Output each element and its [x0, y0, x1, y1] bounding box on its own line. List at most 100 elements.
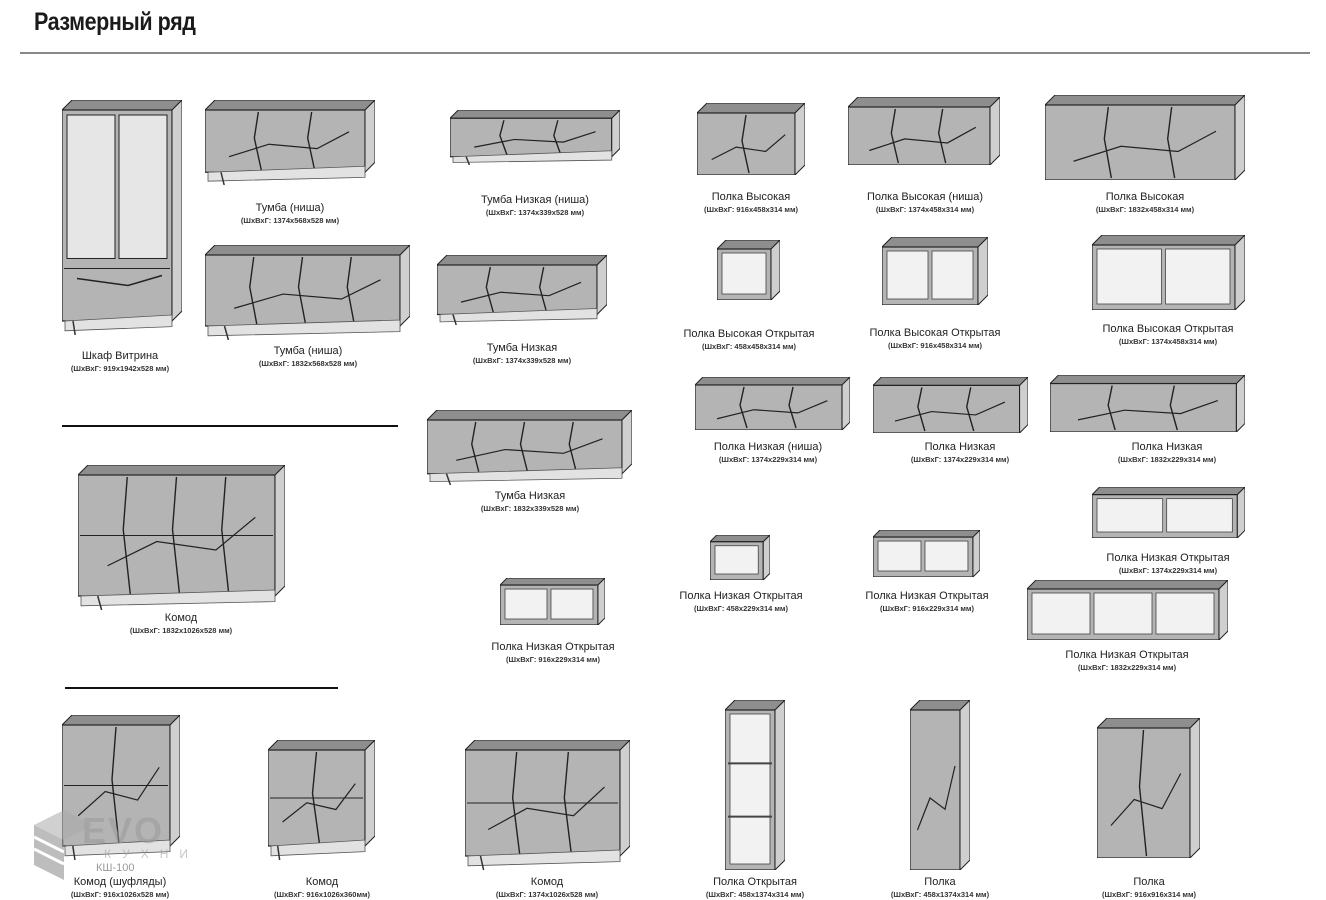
furniture-drawing — [465, 740, 630, 870]
product-dimensions: (ШхВхГ: 916x229x314 мм) — [505, 655, 600, 664]
furniture-drawing — [873, 530, 980, 577]
product-name: Полка Низкая Открытая — [679, 590, 803, 602]
product-caption: Полка Низкая Открытая (ШхВхГ: 458x229x314… — [679, 590, 802, 614]
product-dimensions: (ШхВхГ: 1374x458x314 мм) — [875, 205, 975, 214]
product-caption: Комод (ШхВхГ: 916x1026x360мм) — [274, 876, 370, 900]
product-dimensions: (ШхВхГ: 1832x1026x528 мм) — [129, 626, 233, 635]
furniture-drawing — [450, 110, 620, 165]
furniture-drawing — [78, 465, 285, 610]
product-dimensions: (ШхВхГ: 1832x229x314 мм) — [1077, 663, 1177, 672]
product-dimensions: (ШхВхГ: 458x1374x314 мм) — [890, 890, 990, 899]
product-dimensions: (ШхВхГ: 916x229x314 мм) — [879, 604, 974, 613]
furniture-drawing — [873, 377, 1028, 433]
product-caption: Тумба (ниша)(ШхВхГ: 1832x568x528 мм) — [259, 345, 357, 369]
product-name: Полка Высокая (ниша) — [866, 191, 984, 203]
page-title: Размерный ряд — [34, 8, 196, 36]
product-caption: Комод (шуфляды)(ШхВхГ: 916x1026x528 мм) — [71, 876, 169, 900]
product-dimensions: (ШхВхГ: 458x458x314 мм) — [702, 342, 796, 351]
title-divider — [20, 52, 1310, 54]
furniture-drawing — [848, 97, 1000, 165]
product-name: Комод — [164, 612, 198, 624]
product-name: Комод — [305, 876, 339, 888]
logo-code: КШ-100 — [96, 862, 135, 874]
furniture-drawing — [1097, 718, 1200, 858]
furniture-drawing — [427, 410, 632, 485]
product-dimensions: (ШхВхГ: 1374x1026x528 мм) — [495, 890, 599, 899]
product-dimensions: (ШхВхГ: 916x916x314 мм) — [1102, 890, 1196, 899]
furniture-drawing — [268, 740, 375, 860]
product-caption: Полка Низкая (ШхВхГ: 1832x229x314 мм) — [1118, 441, 1216, 465]
product-name: Тумба (ниша) — [255, 202, 325, 214]
furniture-drawing — [695, 377, 850, 430]
brand-logo: EVO КУХНИ КШ-100 — [33, 805, 188, 885]
product-name: Полка Низкая — [1131, 441, 1203, 453]
product-caption: Полка Низкая Открытая (ШхВхГ: 1374x229x31… — [1106, 552, 1229, 576]
product-caption: Комод (ШхВхГ: 1374x1026x528 мм) — [496, 876, 598, 900]
product-dimensions: (ШхВхГ: 1832x339x528 мм) — [480, 504, 580, 513]
product-dimensions: (ШхВхГ: 1374x339x528 мм) — [472, 356, 572, 365]
product-dimensions: (ШхВхГ: 916x1026x528 мм) — [70, 890, 170, 899]
product-dimensions: (ШхВхГ: 916x1026x360мм) — [273, 890, 371, 899]
product-dimensions: (ШхВхГ: 1832x458x314 мм) — [1095, 205, 1195, 214]
furniture-drawing — [1027, 580, 1228, 640]
furniture-drawing — [205, 100, 375, 185]
product-dimensions: (ШхВхГ: 458x1374x314 мм) — [705, 890, 805, 899]
product-name: Полка — [1133, 876, 1165, 888]
logo-brand: EVO — [82, 810, 165, 851]
product-name: Полка Высокая — [711, 191, 791, 203]
product-caption: Шкаф Витрина (ШхВхГ: 919x1942x528 мм) — [71, 350, 169, 374]
product-name: Комод — [530, 876, 564, 888]
product-name: Тумба (ниша) — [273, 345, 343, 357]
product-dimensions: (ШхВхГ: 1374x339x528 мм) — [485, 208, 585, 217]
furniture-drawing — [882, 237, 988, 305]
furniture-drawing — [205, 245, 410, 340]
product-caption: Полка Высокая Открытая (ШхВхГ: 916x458x31… — [869, 327, 1000, 351]
product-caption: Полка Низкая Открытая (ШхВхГ: 916x229x314… — [491, 641, 614, 665]
product-caption: Полка (ШхВхГ: 458x1374x314 мм) — [891, 876, 989, 900]
product-dimensions: (ШхВхГ: 916x458x314 мм) — [704, 205, 798, 214]
product-name: Полка Низкая Открытая — [1106, 552, 1230, 564]
furniture-drawing — [437, 255, 607, 325]
product-dimensions: (ШхВхГ: 458x229x314 мм) — [693, 604, 788, 613]
furniture-drawing — [910, 700, 970, 870]
product-dimensions: (ШхВхГ: 1374x229x314 мм) — [1118, 566, 1218, 575]
product-caption: Тумба Низкая(ШхВхГ: 1374x339x528 мм) — [473, 342, 571, 366]
product-dimensions: (ШхВхГ: 1374x229x314 мм) — [718, 455, 818, 464]
product-caption: Полка Низкая Открытая (ШхВхГ: 1832x229x31… — [1065, 649, 1188, 673]
furniture-drawing — [725, 700, 785, 870]
cube-logo-icon — [33, 810, 94, 880]
product-name: Полка Низкая Открытая — [491, 641, 615, 653]
furniture-drawing — [710, 535, 770, 580]
product-name: Полка Высокая Открытая — [1102, 323, 1234, 335]
product-name: Полка Низкая Открытая — [865, 590, 989, 602]
product-name: Шкаф Витрина — [81, 350, 159, 362]
product-caption: Тумба Низкая (ШхВхГ: 1832x339x528 мм) — [481, 490, 579, 514]
product-caption: Полка Высокая Открытая (ШхВхГ: 458x458x31… — [683, 328, 814, 352]
logo-subtitle: КУХНИ — [104, 847, 200, 861]
product-name: Тумба Низкая — [494, 490, 566, 502]
product-caption: Полка Низкая (ниша)(ШхВхГ: 1374x229x314 … — [714, 441, 822, 465]
product-dimensions: (ШхВхГ: 916x458x314 мм) — [888, 341, 982, 350]
product-dimensions: (ШхВхГ: 919x1942x528 мм) — [70, 364, 170, 373]
product-caption: Полка (ШхВхГ: 916x916x314 мм) — [1102, 876, 1196, 900]
product-dimensions: (ШхВхГ: 1832x229x314 мм) — [1117, 455, 1217, 464]
product-dimensions: (ШхВхГ: 1374x568x528 мм) — [240, 216, 340, 225]
product-caption: Полка Низкая(ШхВхГ: 1374x229x314 мм) — [911, 441, 1009, 465]
furniture-drawing — [62, 100, 182, 335]
product-name: Полка Низкая Открытая — [1065, 649, 1189, 661]
product-caption: Тумба (ниша) (ШхВхГ: 1374x568x528 мм) — [241, 202, 339, 226]
furniture-drawing — [1050, 375, 1245, 432]
product-caption: Комод (ШхВхГ: 1832x1026x528 мм) — [130, 612, 232, 636]
product-caption: Полка Высокая Открытая (ШхВхГ: 1374x458x3… — [1102, 323, 1233, 347]
product-caption: Полка Высокая(ШхВхГ: 1832x458x314 мм) — [1096, 191, 1194, 215]
furniture-drawing — [1045, 95, 1245, 180]
product-caption: Полка Открытая (ШхВхГ: 458x1374x314 мм) — [706, 876, 804, 900]
section-divider — [62, 425, 398, 427]
product-dimensions: (ШхВхГ: 1374x458x314 мм) — [1118, 337, 1218, 346]
product-name: Полка Высокая Открытая — [683, 328, 815, 340]
product-name: Полка Высокая Открытая — [869, 327, 1001, 339]
product-name: Полка Открытая — [713, 876, 797, 888]
product-caption: Полка Высокая (ниша) (ШхВхГ: 1374x458x314… — [867, 191, 983, 215]
furniture-drawing — [717, 240, 780, 300]
product-name: Полка — [924, 876, 956, 888]
